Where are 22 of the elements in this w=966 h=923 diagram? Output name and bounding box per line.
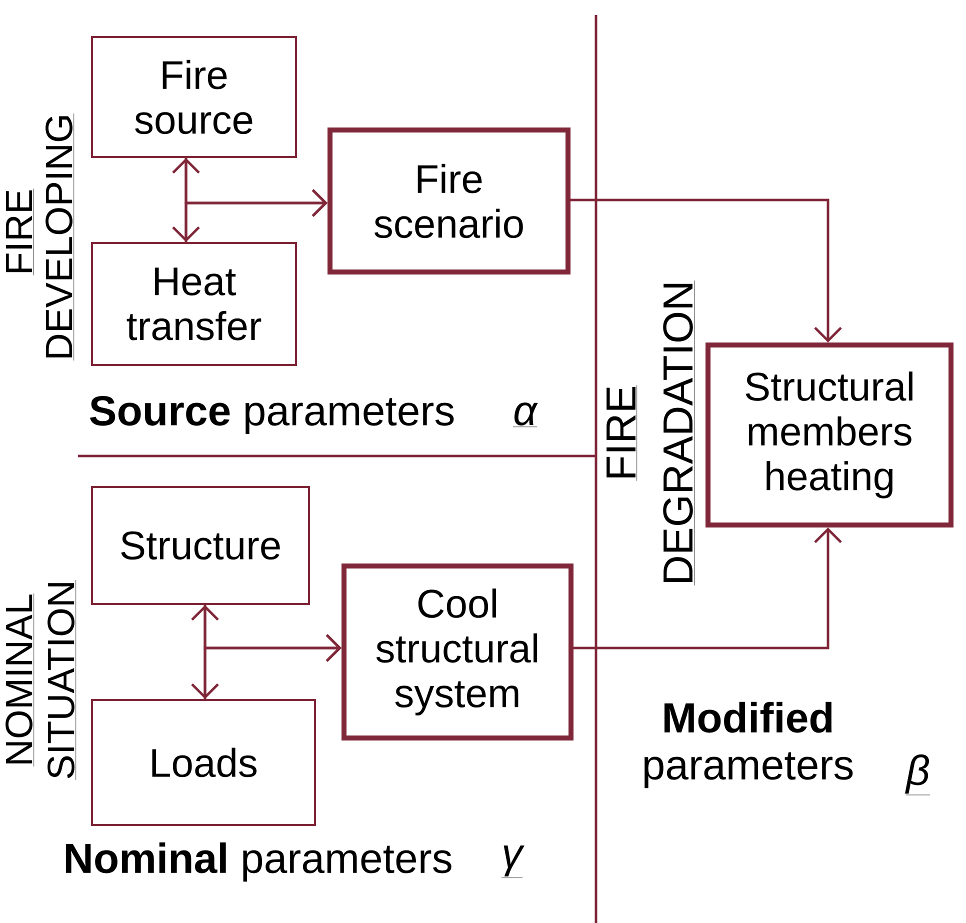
process-box: Cool structural system xyxy=(342,563,574,740)
section-heading: NOMINAL xyxy=(6,593,34,767)
parameter-label: Nominal parameters xyxy=(66,842,452,882)
input-box: Heat transfer xyxy=(91,242,297,366)
process-box: Fire scenario xyxy=(328,128,570,274)
input-box: Structure xyxy=(91,486,310,605)
section-heading: FIRE xyxy=(606,384,638,482)
input-box: Loads xyxy=(91,698,316,826)
parameter-label: Modified parameters xyxy=(644,702,853,788)
arrow xyxy=(184,189,328,242)
section-heading: FIRE xyxy=(6,188,34,276)
section-heading: DEGRADATION xyxy=(663,280,694,586)
input-box: Fire source xyxy=(91,36,297,158)
arrow xyxy=(574,527,842,650)
arrow xyxy=(172,158,200,242)
arrow xyxy=(191,604,219,699)
section-heading: SITUATION xyxy=(48,580,76,780)
section-heading: DEVELOPING xyxy=(46,113,74,361)
arrow xyxy=(570,198,842,342)
process-box: Structural members heating xyxy=(706,342,954,528)
parameter-label: Source parameters xyxy=(90,396,454,434)
arrow xyxy=(204,634,342,699)
